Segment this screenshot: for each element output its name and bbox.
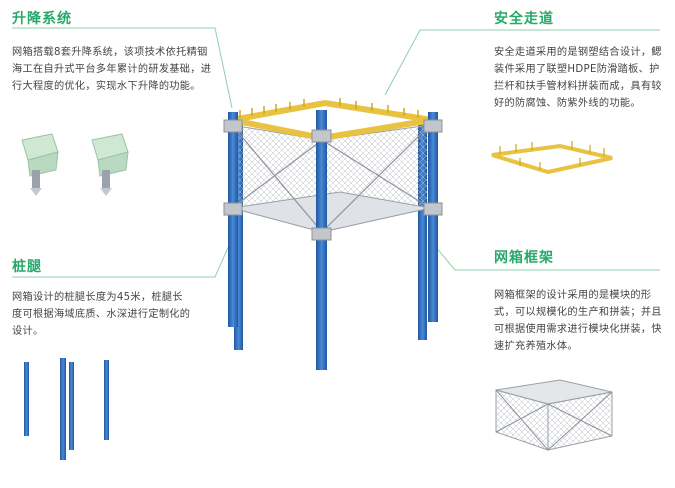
cage-frame-description: 网箱框架的设计采用的是模块的形式，可以规模化的生产和拼装；并且可根据使用需求进行… [494,290,662,352]
leader-line-lift [12,27,233,109]
lift-system-title: 升降系统 [12,11,72,27]
main-cage [223,98,443,370]
lift-system-description: 网箱搭载8套升降系统，该项技术依托精铟海工在自升式平台多年累计的研发基础，进行大… [12,47,212,92]
lift-unit-2 [91,133,129,196]
pile-legs-icon [24,358,109,460]
leader-lines [12,27,660,278]
cage-frame-title: 网箱框架 [494,250,554,266]
safety-walkway-title: 安全走道 [494,11,554,27]
leader-line-pile [12,224,239,278]
lift-unit-icons [21,133,129,196]
pile-back-right [418,120,427,340]
pile-front-left [228,112,238,327]
lift-unit-1 [21,133,59,196]
safety-walkway-description: 安全走道采用的是钢塑结合设计，鳃装件采用了联塑HDPE防滑踏板、护拦杆和扶手管材… [494,47,662,109]
frame-module-icon [495,379,613,451]
leader-line-frame [429,239,660,271]
leader-line-walkway [384,29,660,96]
walkway-icon [491,141,613,175]
pile-leg-title: 桩腿 [12,259,42,275]
pile-front-right [428,112,438,322]
pile-back-left [234,120,243,350]
pile-leg-description: 网箱设计的桩腿长度为45米，桩腿长度可根据海域底质、水深进行定制化的设计。 [12,292,191,337]
